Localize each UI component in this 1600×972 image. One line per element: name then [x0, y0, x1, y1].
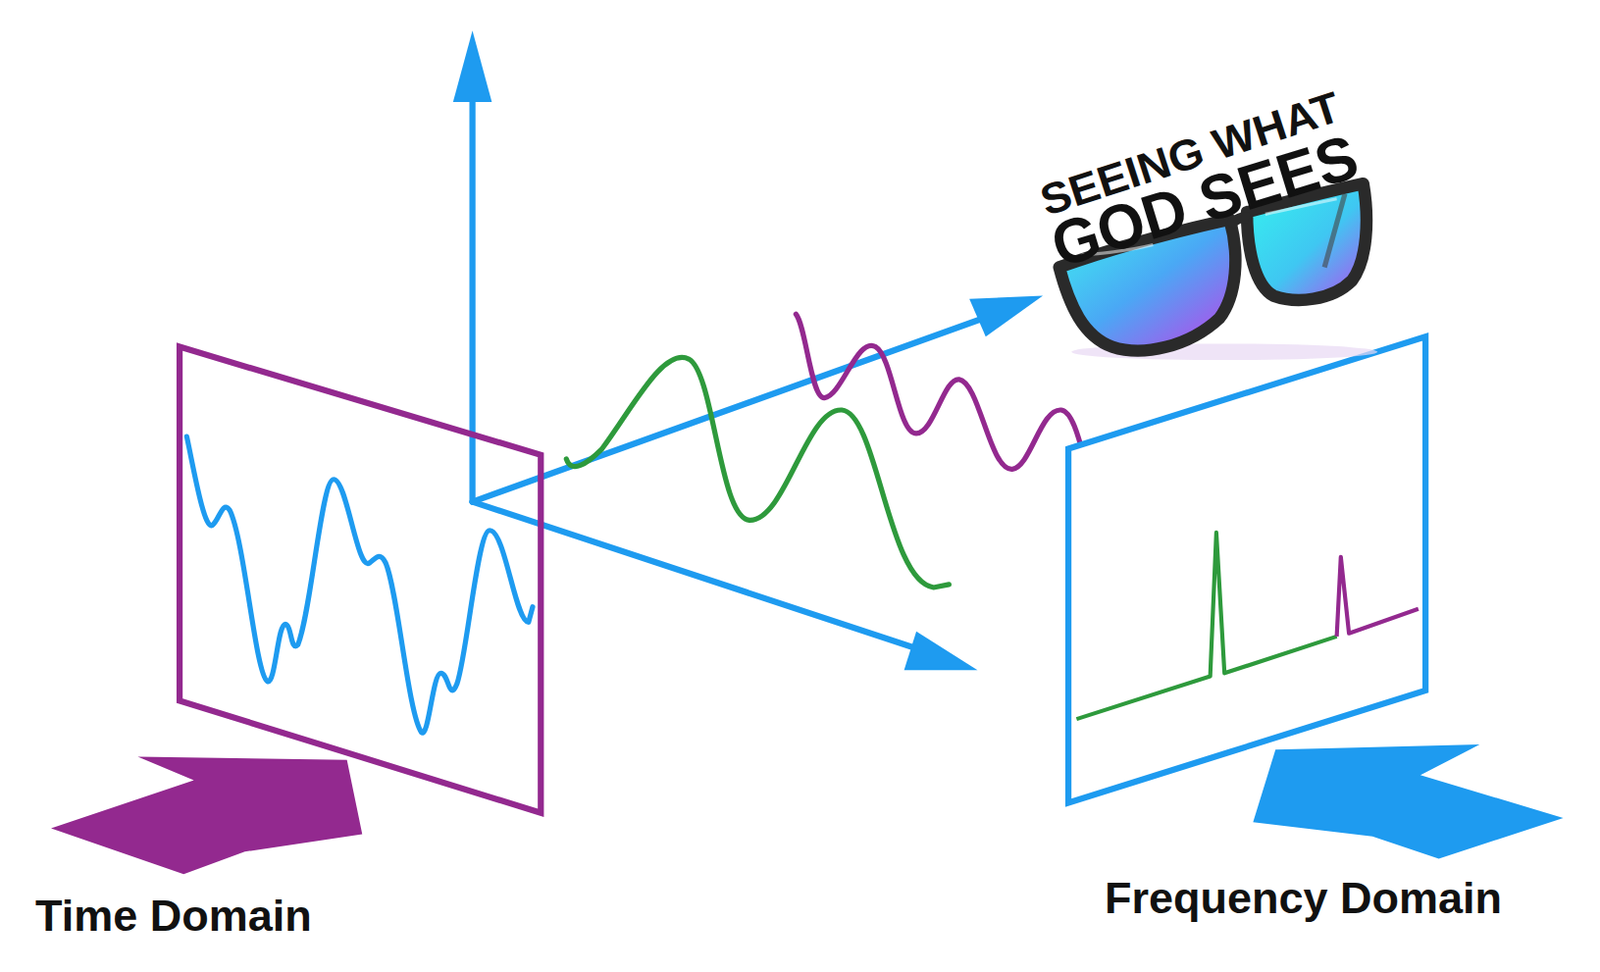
axis-label: Time Domain: [35, 893, 312, 938]
frequency-domain-pointer: [1252, 744, 1563, 859]
green-component-wave: [566, 357, 949, 588]
time-domain-panel: [179, 347, 541, 814]
axis-lines: [472, 97, 996, 652]
time-signal: [186, 436, 533, 733]
green-spectrum-line: [1076, 532, 1337, 720]
time-domain-pointer: [51, 757, 362, 876]
axis-label: Frequency Domain: [1104, 876, 1502, 921]
purple-spectrum-line: [1337, 557, 1419, 637]
frequency-domain-panel: [1068, 336, 1426, 803]
